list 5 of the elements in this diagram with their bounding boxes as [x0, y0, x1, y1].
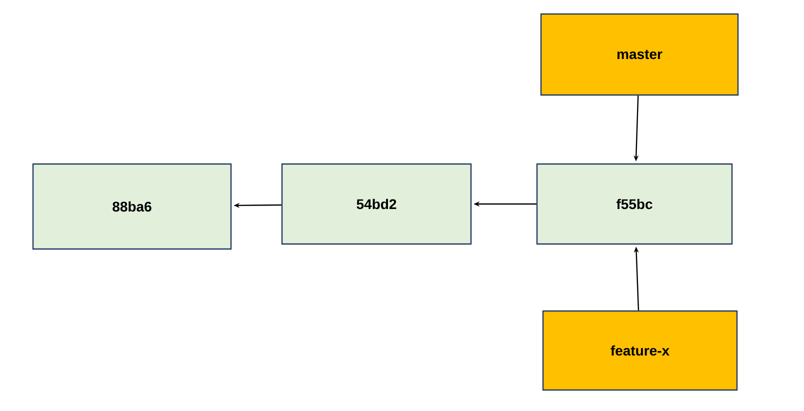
branch-box: master — [540, 13, 739, 96]
commit-box: f55bc — [536, 163, 733, 245]
commit-box: 54bd2 — [281, 163, 472, 245]
branch-box: feature-x — [542, 310, 738, 391]
commit-box: 88ba6 — [32, 163, 232, 250]
